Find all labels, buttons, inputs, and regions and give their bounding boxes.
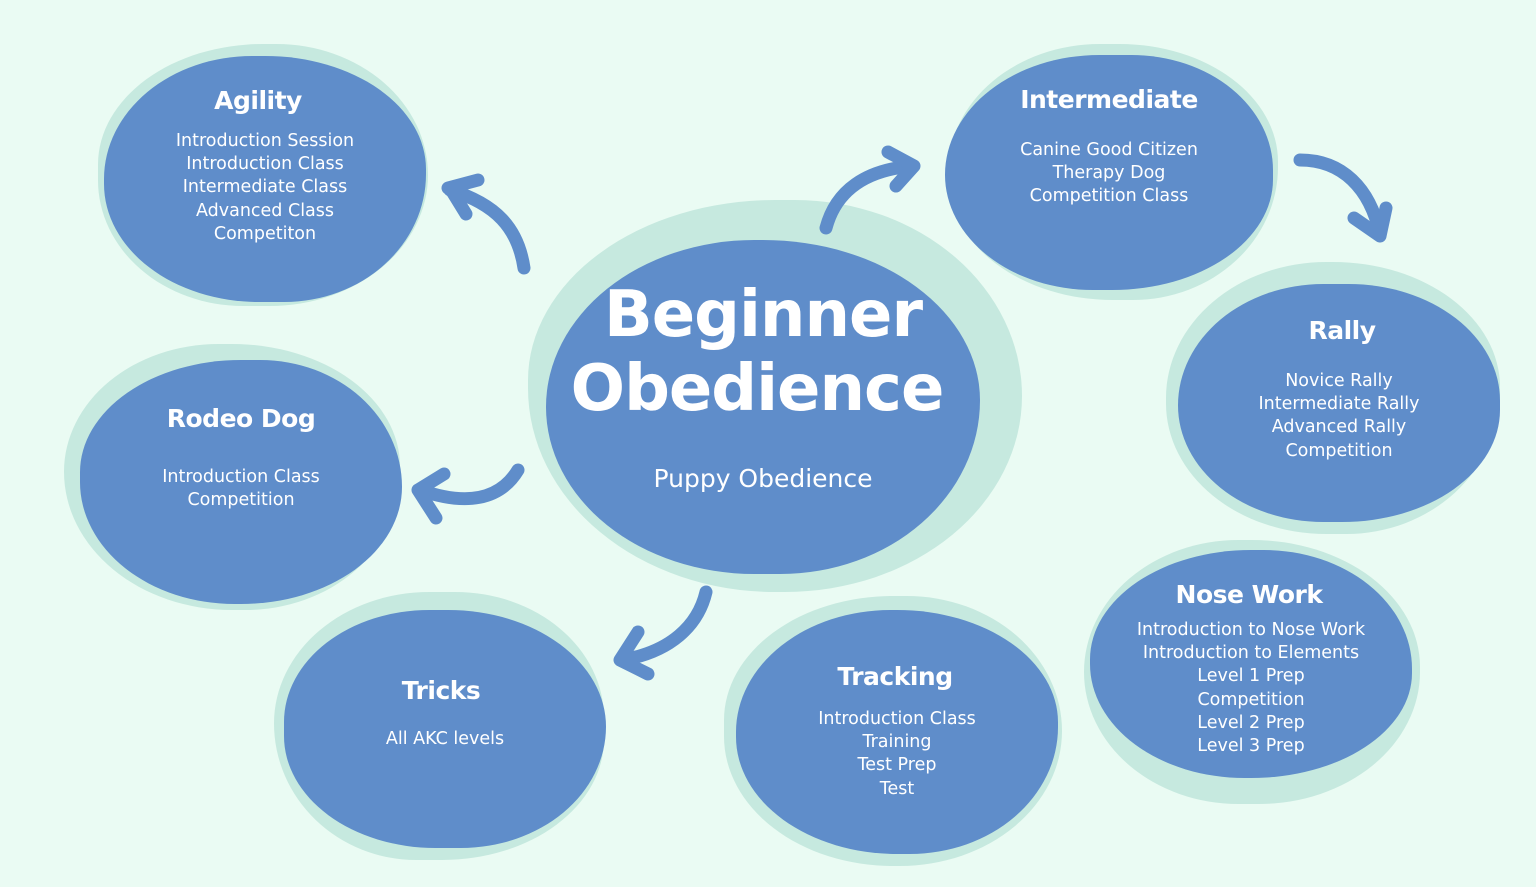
nose-work-item: Level 1 Prep	[1197, 666, 1305, 687]
tracking-node: Tracking Introduction Class Training Tes…	[736, 610, 1058, 854]
rally-item: Advanced Rally	[1271, 417, 1407, 438]
arrow-to-intermediate	[819, 145, 921, 235]
agility-node: Agility Introduction Session Introductio…	[104, 56, 426, 302]
rally-item: Intermediate Rally	[1258, 394, 1420, 415]
rodeo-dog-item: Introduction Class	[162, 467, 320, 487]
center-title-line2: Obedience	[570, 352, 945, 426]
rodeo-dog-title: Rodeo Dog	[166, 404, 316, 433]
tricks-node: Tricks All AKC levels	[284, 610, 606, 848]
intermediate-title: Intermediate	[1020, 85, 1198, 114]
center-title-line1: Beginner	[603, 278, 923, 352]
tricks-title: Tricks	[401, 676, 481, 705]
tracking-list: Introduction Class Training Test Prep Te…	[818, 708, 976, 801]
agility-item: Intermediate Class	[182, 177, 348, 198]
intermediate-node: Intermediate Canine Good Citizen Therapy…	[945, 55, 1273, 290]
arrow-to-rodeo-dog	[411, 463, 525, 525]
agility-item: Introduction Session	[175, 131, 355, 151]
center-node: Beginner Obedience Puppy Obedience	[546, 240, 980, 574]
agility-item: Competiton	[213, 223, 317, 244]
intermediate-item: Canine Good Citizen	[1020, 140, 1198, 160]
rally-node: Rally Novice Rally Intermediate Rally Ad…	[1178, 284, 1500, 522]
intermediate-list: Canine Good Citizen Therapy Dog Competit…	[1020, 139, 1198, 209]
nose-work-node: Nose Work Introduction to Nose Work Intr…	[1090, 550, 1412, 778]
nose-work-item: Introduction to Nose Work	[1136, 620, 1366, 640]
arrow-to-agility	[441, 173, 531, 275]
arrow-to-tricks	[613, 585, 713, 681]
agility-item: Introduction Class	[186, 154, 344, 175]
rodeo-dog-item: Competition	[187, 490, 295, 511]
tracking-item: Test	[879, 778, 915, 799]
nose-work-list: Introduction to Nose Work Introduction t…	[1137, 619, 1365, 758]
tracking-title: Tracking	[837, 662, 953, 691]
intermediate-item: Competition Class	[1029, 186, 1189, 207]
rally-item: Novice Rally	[1285, 371, 1393, 391]
agility-list: Introduction Session Introduction Class …	[176, 130, 354, 246]
tracking-item: Test Prep	[857, 755, 937, 776]
intermediate-item: Therapy Dog	[1052, 163, 1166, 184]
tricks-item: All AKC levels	[385, 729, 505, 749]
agility-item: Advanced Class	[195, 200, 335, 221]
rally-item: Competition	[1285, 440, 1393, 461]
agility-title: Agility	[214, 86, 302, 115]
nose-work-title: Nose Work	[1175, 580, 1323, 609]
rally-title: Rally	[1308, 316, 1376, 345]
nose-work-item: Level 3 Prep	[1197, 736, 1305, 757]
nose-work-item: Introduction to Elements	[1142, 643, 1360, 664]
tracking-item: Introduction Class	[818, 709, 976, 729]
nose-work-item: Level 2 Prep	[1197, 712, 1305, 733]
rodeo-dog-list: Introduction Class Competition	[162, 466, 320, 512]
arrow-to-rally	[1293, 153, 1393, 243]
tricks-list: All AKC levels	[386, 728, 504, 751]
nose-work-item: Competition	[1197, 689, 1305, 710]
center-subtitle: Puppy Obedience	[653, 464, 873, 493]
rodeo-dog-node: Rodeo Dog Introduction Class Competition	[80, 360, 402, 604]
rally-list: Novice Rally Intermediate Rally Advanced…	[1258, 370, 1419, 463]
tracking-item: Training	[862, 732, 932, 753]
